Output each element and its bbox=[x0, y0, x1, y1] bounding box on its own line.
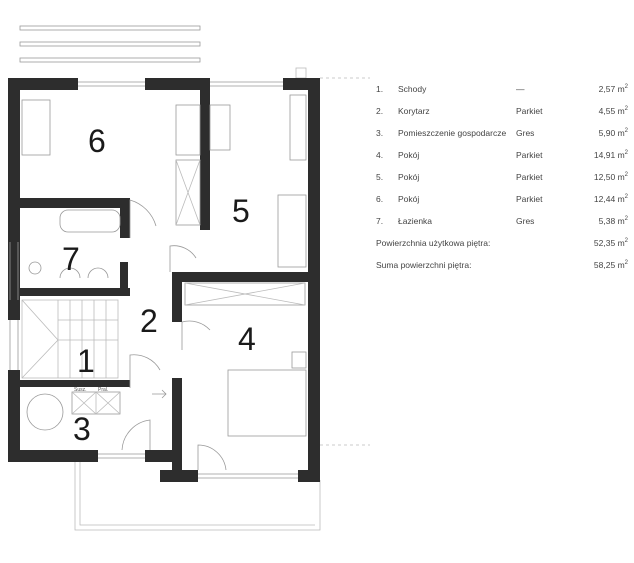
room-floor: Parkiet bbox=[516, 150, 543, 160]
room-area: 4,55 m2 bbox=[598, 106, 628, 116]
room-floor: Parkiet bbox=[516, 172, 543, 182]
room-number: 4. bbox=[376, 150, 384, 160]
washer-label: Pral. bbox=[98, 387, 108, 393]
room-row: 4. Pokój Parkiet 14,91 m2 bbox=[376, 144, 628, 166]
furniture: Susz. Pral. bbox=[21, 94, 307, 437]
room-7-number: 7 bbox=[62, 241, 80, 277]
room-name: Pomieszczenie gospodarcze bbox=[398, 128, 507, 138]
room-floor: Parkiet bbox=[516, 106, 543, 116]
room-number: 6. bbox=[376, 194, 384, 204]
room-row: 2. Korytarz Parkiet 4,55 m2 bbox=[376, 100, 628, 122]
room-5-number: 5 bbox=[232, 193, 250, 229]
room-name: Korytarz bbox=[398, 106, 430, 116]
room-floor: Gres bbox=[516, 216, 535, 226]
room-name: Pokój bbox=[398, 194, 420, 204]
room-row: 6. Pokój Parkiet 12,44 m2 bbox=[376, 188, 628, 210]
room-name: Pokój bbox=[398, 150, 420, 160]
legend-lines bbox=[19, 25, 201, 63]
room-name: Pokój bbox=[398, 172, 420, 182]
room-row: 3. Pomieszczenie gospodarcze Gres 5,90 m2 bbox=[376, 122, 628, 144]
usable-area-value: 52,35 m2 bbox=[593, 238, 628, 248]
room-floor: — bbox=[516, 84, 525, 94]
room-number: 7. bbox=[376, 216, 384, 226]
room-area: 12,44 m2 bbox=[593, 194, 628, 204]
room-name: Schody bbox=[398, 84, 427, 94]
total-area-row: Suma powierzchni piętra: 58,25 m2 bbox=[376, 254, 628, 276]
room-floor: Parkiet bbox=[516, 194, 543, 204]
floor-plan: Susz. Pral. 6 5 7 2 4 1 3 bbox=[8, 25, 370, 531]
room-area: 2,57 m2 bbox=[598, 84, 628, 94]
stairs bbox=[21, 299, 119, 379]
room-row: 5. Pokój Parkiet 12,50 m2 bbox=[376, 166, 628, 188]
dryer-label: Susz. bbox=[74, 387, 87, 393]
total-area-value: 58,25 m2 bbox=[593, 260, 628, 270]
room-name: Łazienka bbox=[398, 216, 433, 226]
room-number: 3. bbox=[376, 128, 384, 138]
walls bbox=[8, 78, 320, 482]
room-area: 5,90 m2 bbox=[598, 128, 628, 138]
room-3-number: 3 bbox=[73, 411, 91, 447]
room-2-number: 2 bbox=[140, 303, 158, 339]
room-area: 5,38 m2 bbox=[598, 216, 628, 226]
room-row: 1. Schody — 2,57 m2 bbox=[376, 78, 628, 100]
total-area-label: Suma powierzchni piętra: bbox=[376, 260, 472, 270]
balcony-outline bbox=[74, 67, 370, 531]
doors bbox=[121, 199, 227, 471]
room-number: 5. bbox=[376, 172, 384, 182]
room-row: 7. Łazienka Gres 5,38 m2 bbox=[376, 210, 628, 232]
room-floor: Gres bbox=[516, 128, 535, 138]
room-number: 1. bbox=[376, 84, 384, 94]
usable-area-row: Powierzchnia użytkowa piętra: 52,35 m2 bbox=[376, 232, 628, 254]
room-6-number: 6 bbox=[88, 123, 106, 159]
room-1-number: 1 bbox=[77, 343, 95, 379]
usable-area-label: Powierzchnia użytkowa piętra: bbox=[376, 238, 491, 248]
room-number: 2. bbox=[376, 106, 384, 116]
room-area: 12,50 m2 bbox=[593, 172, 628, 182]
room-4-number: 4 bbox=[238, 321, 256, 357]
room-area: 14,91 m2 bbox=[593, 150, 628, 160]
